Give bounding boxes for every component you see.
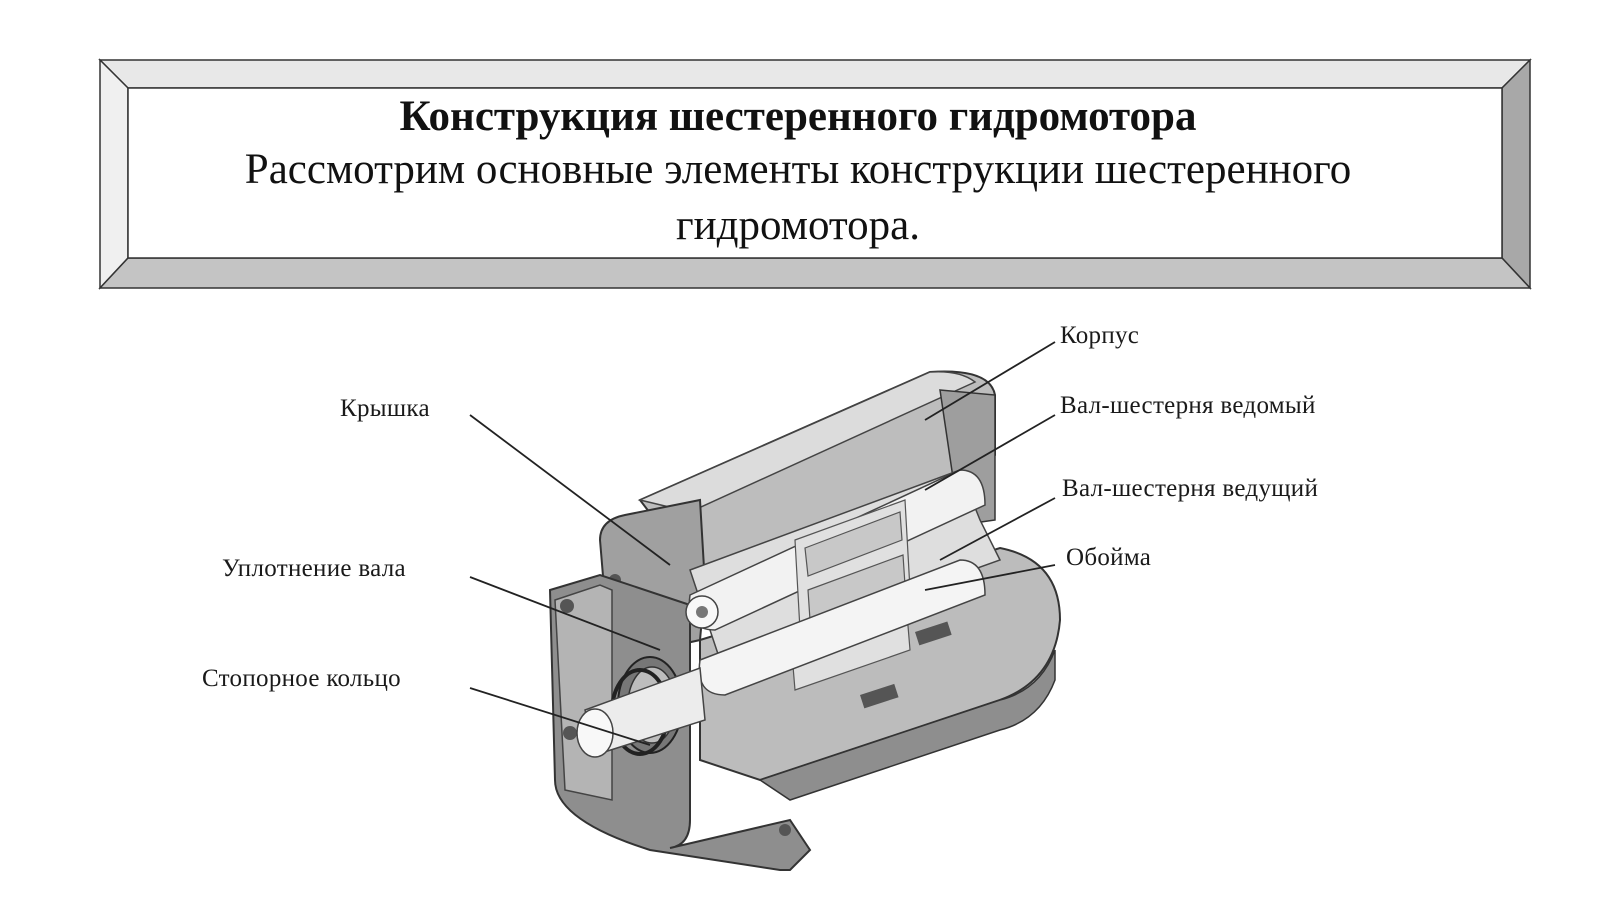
sleeve-body bbox=[699, 546, 1062, 782]
leader-stopornoe bbox=[469, 687, 651, 746]
leader-val-vedomy bbox=[924, 414, 1056, 491]
frame-bevel-bottom bbox=[98, 257, 1532, 289]
label-uplotnenie: Уплотнение вала bbox=[222, 555, 406, 582]
page-subtitle: Рассмотрим основные элементы конструкции… bbox=[244, 146, 1352, 249]
flange-bolt-2 bbox=[563, 726, 577, 740]
leader-korpus bbox=[924, 341, 1056, 421]
sleeve-slot-2 bbox=[860, 683, 899, 709]
frame-bevel-left bbox=[99, 58, 129, 290]
label-korpus: Корпус bbox=[1060, 322, 1140, 349]
frame-inner bbox=[127, 87, 1503, 259]
page-title: Конструкция шестеренного гидромотора bbox=[399, 93, 1197, 140]
title-box: Конструкция шестеренного гидромотора Рас… bbox=[130, 88, 1466, 258]
gear-motor-illustration bbox=[548, 370, 1062, 871]
frame-bevel-top bbox=[98, 59, 1532, 89]
flange-bolt-3 bbox=[779, 824, 791, 836]
leader-val-vedushchiy bbox=[939, 497, 1056, 561]
leader-uplotnenie bbox=[469, 576, 661, 651]
leader-kryshka bbox=[469, 414, 671, 566]
output-shaft-end bbox=[576, 708, 614, 758]
frame-bevel-right bbox=[1501, 58, 1531, 290]
leader-oboyma bbox=[924, 564, 1056, 591]
label-kryshka: Крышка bbox=[340, 395, 430, 422]
label-stopornoe: Стопорное кольцо bbox=[202, 665, 401, 692]
flange-bolt-1 bbox=[560, 599, 574, 613]
label-val-vedomy: Вал-шестерня ведомый bbox=[1060, 392, 1316, 419]
leader-lines bbox=[469, 341, 1056, 746]
driven-shaft-hole bbox=[696, 606, 708, 618]
sleeve-bottom bbox=[758, 649, 1056, 801]
flange-face bbox=[554, 584, 613, 801]
housing-top-face bbox=[637, 370, 977, 513]
label-val-vedushchiy: Вал-шестерня ведущий bbox=[1062, 475, 1319, 502]
label-oboyma: Обойма bbox=[1066, 544, 1152, 571]
sleeve-slot-1 bbox=[915, 621, 952, 646]
